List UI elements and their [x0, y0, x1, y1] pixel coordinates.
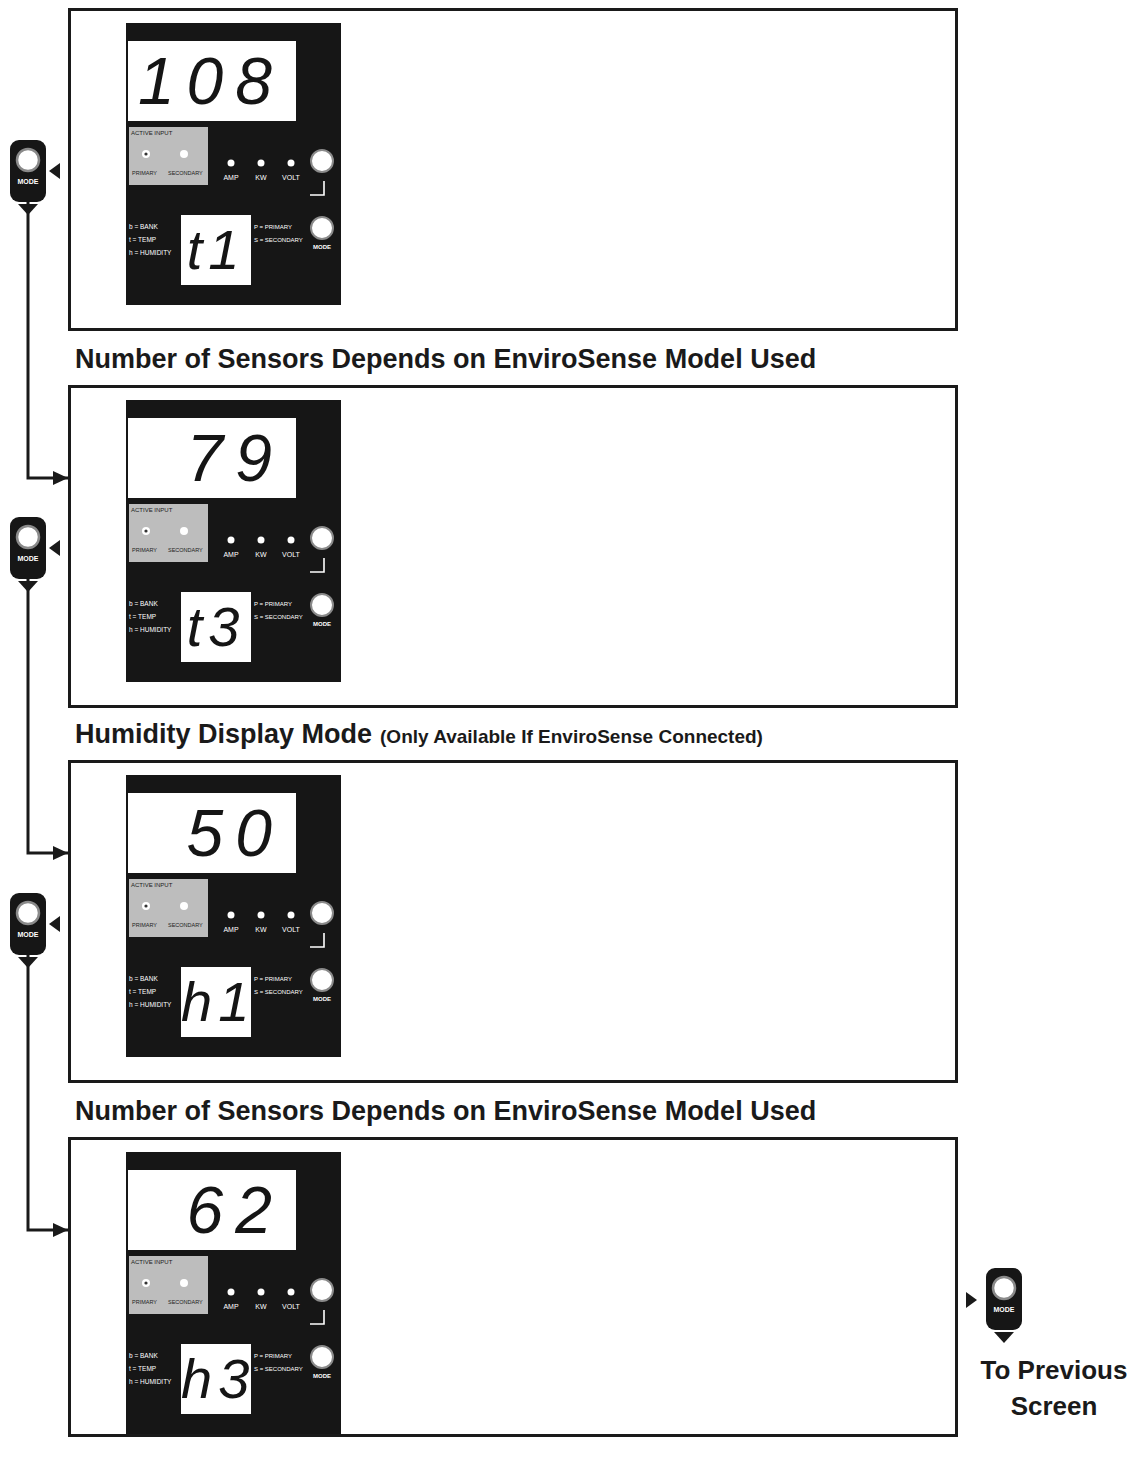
legend-text: P = PRIMARY — [254, 223, 308, 231]
button-label: MODE — [306, 243, 338, 251]
mode-panel: 79ACTIVE INPUT PRIMARYSECONDARY AMP KW VOLT b… — [68, 385, 958, 708]
flow-arrow — [28, 955, 68, 1230]
button-knob — [10, 517, 46, 579]
led-label: SECONDARY — [168, 546, 206, 554]
led-label: PRIMARY — [132, 546, 166, 554]
right-pointer — [966, 1292, 977, 1308]
legend-text: t = TEMP — [129, 612, 179, 621]
led-label: PRIMARY — [132, 1298, 166, 1306]
legend-text: S = SECONDARY — [254, 1365, 308, 1373]
meter-display: 62ACTIVE INPUT PRIMARYSECONDARY AMP KW VOLT b… — [126, 1152, 341, 1434]
down-pointer — [18, 581, 38, 592]
legend-text: b = BANK — [129, 1351, 179, 1360]
left-pointer — [49, 540, 60, 556]
mode-panel: 108ACTIVE INPUT PRIMARYSECONDARY AMP KW VOLT… — [68, 8, 958, 331]
meter-display: 79ACTIVE INPUT PRIMARYSECONDARY AMP KW VOLT b… — [126, 400, 341, 682]
display-value: 79 — [130, 418, 290, 498]
button-knob — [10, 893, 46, 955]
down-pointer — [18, 204, 38, 215]
meter-display: 50ACTIVE INPUT PRIMARYSECONDARY AMP KW VOLT b… — [126, 775, 341, 1057]
led-label: AMP — [218, 925, 244, 934]
led-label: VOLT — [278, 1302, 304, 1311]
display-value: 108 — [130, 41, 290, 121]
button-label: MODE — [10, 178, 46, 185]
led-label: SECONDARY — [168, 1298, 206, 1306]
led-label: SECONDARY — [168, 169, 206, 177]
button-label: MODE — [10, 931, 46, 938]
button-label: MODE — [306, 1372, 338, 1380]
button-label: MODE — [10, 555, 46, 562]
mode-panel: 50ACTIVE INPUT PRIMARYSECONDARY AMP KW VOLT b… — [68, 760, 958, 1083]
button-label: MODE — [306, 620, 338, 628]
mode-button: MODE — [10, 140, 46, 202]
left-pointer — [49, 916, 60, 932]
button-knob — [986, 1268, 1022, 1330]
heading-text: Number of Sensors Depends on EnviroSense… — [75, 1096, 816, 1126]
panel-heading: Number of Sensors Depends on EnviroSense… — [75, 344, 816, 375]
led-label: KW — [248, 550, 274, 559]
led-label: AMP — [218, 173, 244, 182]
legend-text: h = HUMIDITY — [129, 1000, 179, 1009]
flow-arrow — [28, 579, 68, 853]
legend-text: b = BANK — [129, 599, 179, 608]
down-pointer — [18, 957, 38, 968]
panel-label: ACTIVE INPUT — [131, 129, 205, 138]
panel-label: ACTIVE INPUT — [131, 1258, 205, 1267]
heading-text: Number of Sensors Depends on EnviroSense… — [75, 344, 816, 374]
button-label: MODE — [986, 1306, 1022, 1313]
mode-button: MODE — [10, 517, 46, 579]
display-value: 50 — [130, 793, 290, 873]
display-code: t3 — [181, 592, 251, 662]
led-label: VOLT — [278, 173, 304, 182]
legend-text: t = TEMP — [129, 1364, 179, 1373]
flow-arrow — [28, 202, 68, 478]
led-label: PRIMARY — [132, 169, 166, 177]
legend-text: S = SECONDARY — [254, 988, 308, 996]
legend-text: S = SECONDARY — [254, 236, 308, 244]
legend-text: t = TEMP — [129, 235, 179, 244]
down-pointer — [994, 1332, 1014, 1343]
legend-text: h = HUMIDITY — [129, 625, 179, 634]
legend-text: P = PRIMARY — [254, 600, 308, 608]
led-label: KW — [248, 173, 274, 182]
heading-note: (Only Available If EnviroSense Connected… — [380, 726, 763, 747]
panel-heading: Number of Sensors Depends on EnviroSense… — [75, 1096, 816, 1127]
panel-label: ACTIVE INPUT — [131, 506, 205, 515]
legend-text: S = SECONDARY — [254, 613, 308, 621]
panel-heading: Humidity Display Mode (Only Available If … — [75, 719, 763, 750]
display-value: 62 — [130, 1170, 290, 1250]
led-label: PRIMARY — [132, 921, 166, 929]
display-code: t1 — [181, 215, 251, 285]
led-label: VOLT — [278, 550, 304, 559]
legend-text: t = TEMP — [129, 987, 179, 996]
meter-display: 108ACTIVE INPUT PRIMARYSECONDARY AMP KW VOLT… — [126, 23, 341, 305]
legend-text: P = PRIMARY — [254, 1352, 308, 1360]
mode-panel: 62ACTIVE INPUT PRIMARYSECONDARY AMP KW VOLT b… — [68, 1137, 958, 1437]
left-pointer — [49, 163, 60, 179]
led-label: KW — [248, 925, 274, 934]
button-knob — [10, 140, 46, 202]
led-label: KW — [248, 1302, 274, 1311]
legend-text: b = BANK — [129, 974, 179, 983]
legend-text: P = PRIMARY — [254, 975, 308, 983]
display-code: h3 — [181, 1344, 251, 1414]
mode-button: MODE — [986, 1268, 1022, 1330]
button-label: MODE — [306, 995, 338, 1003]
heading-text: Humidity Display Mode — [75, 719, 372, 749]
led-label: AMP — [218, 1302, 244, 1311]
led-label: SECONDARY — [168, 921, 206, 929]
legend-text: h = HUMIDITY — [129, 1377, 179, 1386]
legend-text: b = BANK — [129, 222, 179, 231]
led-label: AMP — [218, 550, 244, 559]
panel-label: ACTIVE INPUT — [131, 881, 205, 890]
note-label: To Previous Screen — [972, 1352, 1136, 1425]
mode-button: MODE — [10, 893, 46, 955]
led-label: VOLT — [278, 925, 304, 934]
legend-text: h = HUMIDITY — [129, 248, 179, 257]
display-code: h1 — [181, 967, 251, 1037]
